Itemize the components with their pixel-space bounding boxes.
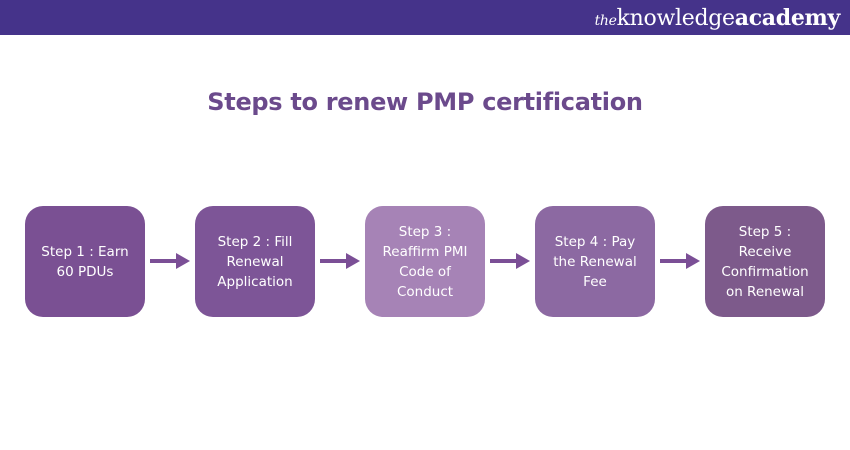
- step-2-box: Step 2 : Fill Renewal Application: [195, 206, 315, 317]
- step-5-label: Step 5 : Receive Confirmation on Renewal: [721, 223, 809, 300]
- step-1-box: Step 1 : Earn 60 PDUs: [25, 206, 145, 317]
- step-3-box: Step 3 : Reaffirm PMI Code of Conduct: [365, 206, 485, 317]
- arrow-right-icon: [490, 253, 530, 269]
- step-5-box: Step 5 : Receive Confirmation on Renewal: [705, 206, 825, 317]
- step-4-label: Step 4 : Pay the Renewal Fee: [553, 233, 637, 290]
- logo-the: the: [594, 13, 617, 29]
- logo-knowledge: knowledge: [616, 6, 735, 31]
- step-4-box: Step 4 : Pay the Renewal Fee: [535, 206, 655, 317]
- arrow-right-icon: [150, 253, 190, 269]
- brand-logo[interactable]: theknowledgeacademy: [594, 4, 841, 35]
- logo-academy: academy: [734, 5, 841, 31]
- arrow-right-icon: [320, 253, 360, 269]
- step-3-label: Step 3 : Reaffirm PMI Code of Conduct: [382, 223, 468, 300]
- step-2-label: Step 2 : Fill Renewal Application: [217, 233, 293, 290]
- header-bar: theknowledgeacademy: [0, 0, 850, 35]
- step-1-label: Step 1 : Earn 60 PDUs: [41, 243, 129, 280]
- page-title: Steps to renew PMP certification: [207, 88, 643, 116]
- arrow-right-icon: [660, 253, 700, 269]
